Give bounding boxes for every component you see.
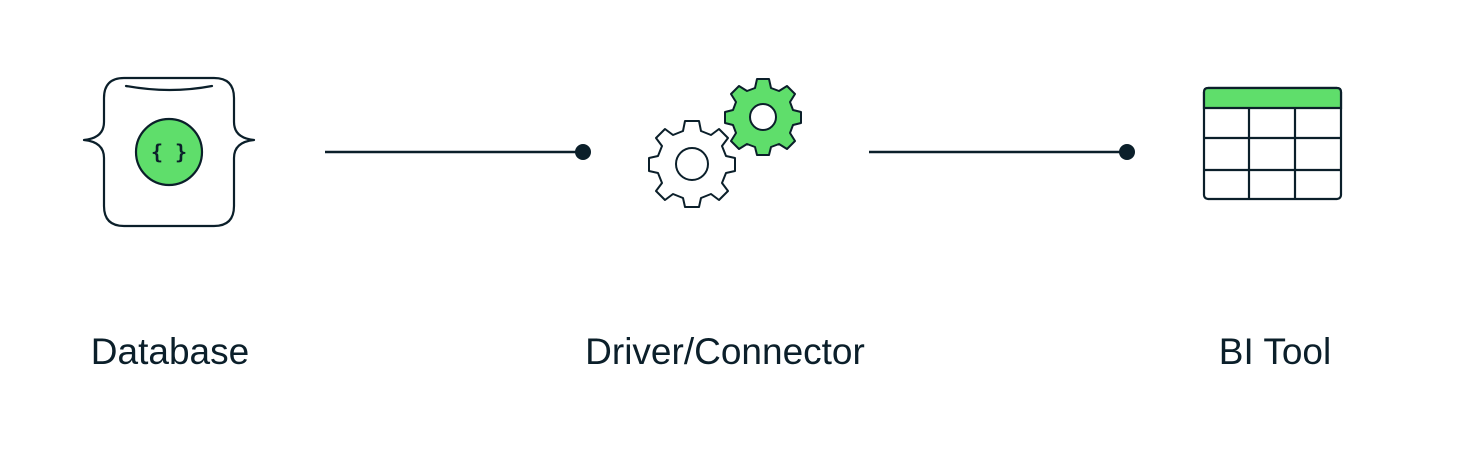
connector-endpoint bbox=[575, 144, 591, 160]
gears-icon bbox=[648, 78, 802, 208]
bi-tool-label: BI Tool bbox=[1218, 331, 1332, 372]
database-label: Database bbox=[90, 331, 250, 372]
database-badge: { } bbox=[151, 140, 187, 164]
table-icon bbox=[1202, 86, 1343, 201]
connector-line-db-driver bbox=[325, 144, 591, 160]
connector-line-driver-bi bbox=[869, 144, 1135, 160]
database-icon: { } bbox=[82, 76, 256, 228]
driver-connector-label: Driver/Connector bbox=[585, 331, 865, 372]
connector-endpoint bbox=[1119, 144, 1135, 160]
